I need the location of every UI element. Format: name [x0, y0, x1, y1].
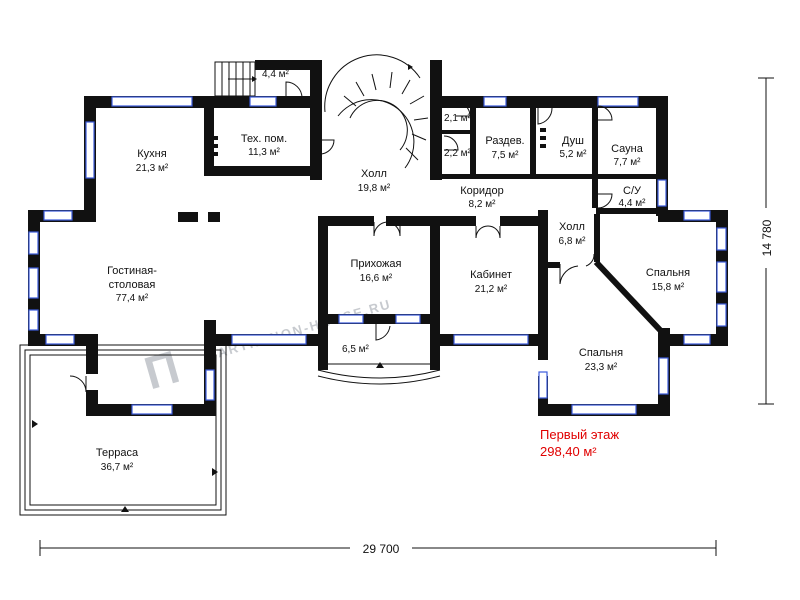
windows — [28, 96, 727, 415]
hall-small-name: Холл — [559, 221, 585, 233]
terrace-entry-arrow — [121, 506, 129, 512]
vestibule-area: 6,5 м² — [342, 344, 370, 355]
sauna-area: 7,7 м² — [614, 157, 642, 168]
depth-dimension: 14 780 — [758, 77, 774, 405]
tech-room-name: Тех. пом. — [241, 133, 287, 145]
depth-dimension-value: 14 780 — [760, 219, 774, 256]
spiral-staircase — [324, 54, 429, 169]
hall-small-area: 6,8 м² — [559, 236, 587, 247]
closet-b-area: 2,2 м² — [444, 148, 472, 159]
wc-name: С/У — [623, 185, 642, 197]
terrace-railing — [19, 344, 227, 516]
stair-flight — [214, 61, 256, 97]
wc-area: 4,4 м² — [619, 198, 647, 209]
width-dimension: 29 700 — [39, 540, 717, 556]
hall-main-name: Холл — [361, 168, 387, 180]
diagonal-wall — [593, 259, 663, 333]
bedroom-2-name: Спальня — [579, 347, 623, 359]
dressing-name: Раздев. — [485, 135, 524, 147]
kitchen-name: Кухня — [137, 148, 166, 160]
kitchen-area: 21,3 м² — [136, 163, 169, 174]
tech-room-area: 11,3 м² — [248, 147, 280, 158]
dressing-area: 7,5 м² — [492, 150, 520, 161]
entrance-area: 16,6 м² — [360, 273, 393, 284]
walls — [28, 60, 728, 416]
fixtures — [212, 128, 546, 156]
hall-main-area: 19,8 м² — [358, 183, 391, 194]
stair-arrow — [252, 76, 257, 82]
living-name-line2: столовая — [109, 279, 156, 291]
porch-arrow — [376, 362, 384, 368]
room-labels: 4,4 м² Кухня 21,3 м² Тех. пом. 11,3 м² Х… — [96, 69, 690, 473]
terrace-area: 36,7 м² — [101, 462, 134, 473]
terrace-name: Терраса — [96, 447, 139, 459]
closet-a-area: 2,1 м² — [444, 113, 472, 124]
bedroom-2-area: 23,3 м² — [585, 362, 618, 373]
floor-total-area: 298,40 м² — [540, 444, 597, 459]
terrace-side-arrow — [32, 420, 38, 428]
watermark-logo: П — [139, 340, 187, 400]
bedroom-1-area: 15,8 м² — [652, 282, 685, 293]
stair-landing-area: 4,4 м² — [262, 69, 290, 80]
floor-summary: Первый этаж 298,40 м² — [540, 426, 619, 460]
bedroom-1-name: Спальня — [646, 267, 690, 279]
floor-title: Первый этаж — [540, 427, 620, 442]
corridor-area: 8,2 м² — [469, 199, 497, 210]
terrace-side-arrow-right — [212, 468, 218, 476]
study-name: Кабинет — [470, 269, 512, 281]
corridor-name: Коридор — [460, 185, 503, 197]
study-area: 21,2 м² — [475, 284, 508, 295]
shower-name: Душ — [562, 135, 584, 147]
entrance-name: Прихожая — [351, 258, 402, 270]
spiral-arrow — [408, 64, 413, 70]
width-dimension-value: 29 700 — [363, 542, 400, 556]
doors — [69, 81, 613, 393]
living-area: 77,4 м² — [116, 293, 149, 304]
shower-area: 5,2 м² — [560, 149, 588, 160]
living-name-line1: Гостиная- — [107, 265, 157, 277]
sauna-name: Сауна — [611, 143, 644, 155]
